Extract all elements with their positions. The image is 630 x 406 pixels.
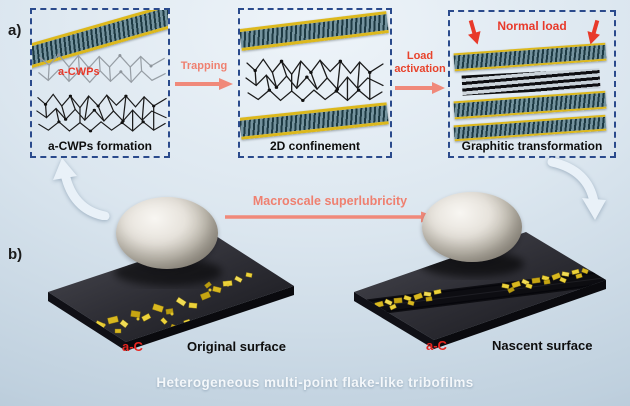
material-label-right: a-C xyxy=(426,338,447,353)
layered-material-graphic xyxy=(453,42,607,72)
ball-shadow-graphic xyxy=(114,258,222,286)
normal-load-down-arrow-icon xyxy=(468,19,481,45)
superlubricity-label: Macroscale superlubricity xyxy=(252,194,408,208)
curved-arrow-up-left-icon xyxy=(53,158,110,220)
surface-name-left: Original surface xyxy=(187,339,286,354)
amorphous-network-dark-graphic xyxy=(245,58,384,102)
layered-material-graphic xyxy=(240,11,389,51)
footer-caption: Heterogeneous multi-point flake-like tri… xyxy=(156,375,474,390)
normal-load-label: Normal load xyxy=(497,19,567,33)
panel-b-label: b) xyxy=(8,246,23,263)
counterface-ball-left-graphic xyxy=(116,197,218,269)
trapping-arrow-icon xyxy=(175,78,233,90)
acwps-inline-label: a-CWPs xyxy=(58,66,100,78)
trapping-label: Trapping xyxy=(180,60,228,72)
material-label-left: a-C xyxy=(122,339,143,354)
stage-caption-graphitic-transformation: Graphitic transformation xyxy=(461,139,603,153)
stage-box-graphitic-transformation: Normal load Graphitic transformation xyxy=(448,10,616,158)
counterface-ball-right-graphic xyxy=(422,192,522,262)
surface-name-right: Nascent surface xyxy=(492,338,593,353)
tribofilm-flakes-graphic xyxy=(365,267,589,315)
amorphous-network-gray-graphic xyxy=(38,53,166,84)
stage-box-2d-confinement: 2D confinement xyxy=(238,8,392,158)
layered-material-graphic xyxy=(453,90,607,120)
amorphous-network-dark-graphic xyxy=(36,93,167,133)
stage-caption-2d-confinement: 2D confinement xyxy=(269,139,360,153)
panel-a-label: a) xyxy=(8,22,22,39)
load-activation-arrow-icon xyxy=(395,82,445,94)
curved-arrow-down-right-icon xyxy=(547,157,606,220)
layered-material-graphic xyxy=(240,102,389,140)
normal-load-down-arrow-icon xyxy=(587,19,600,45)
load-activation-label: Load activation xyxy=(394,50,446,75)
substrate-plate-left-graphic xyxy=(48,236,294,351)
stage-caption-acwps-formation: a-CWPs formation xyxy=(47,139,152,153)
stage-box-acwps-formation: a-CWPs a-CWPs formation xyxy=(30,8,170,158)
layered-material-graphic xyxy=(453,114,607,142)
trapping-flow: Trapping xyxy=(172,60,236,95)
load-activation-flow: Load activation xyxy=(393,50,447,99)
substrate-plate-right-graphic xyxy=(354,232,606,349)
